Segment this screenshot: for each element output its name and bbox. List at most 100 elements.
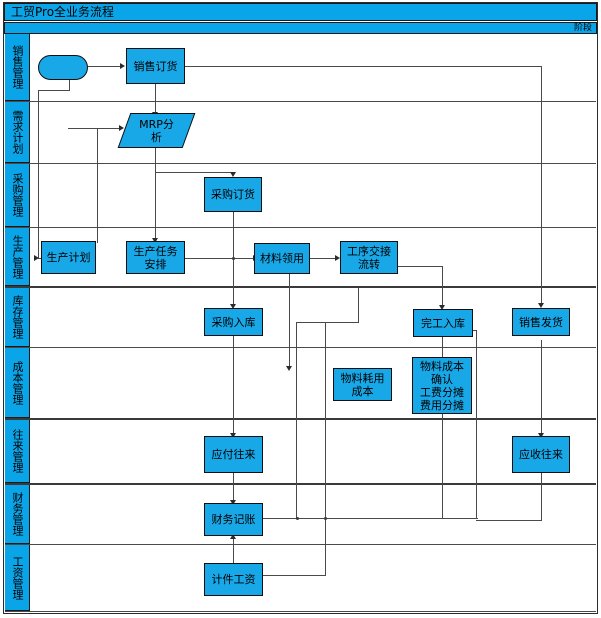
connector-inventory-bracket-top bbox=[296, 322, 325, 323]
connector-cost-conf-down bbox=[442, 413, 443, 518]
connector-cost-conf-up bbox=[442, 332, 443, 360]
swimlane-demand-plan: 需求计划 bbox=[5, 102, 596, 164]
swimlane-finance: 财务管理 bbox=[5, 485, 596, 545]
connector-mat-issue-to-op bbox=[310, 258, 338, 259]
node-material-issue[interactable]: 材料领用 bbox=[254, 243, 310, 274]
node-finished-goods-inbound-label: 完工入库 bbox=[421, 316, 465, 330]
connector-ar-to-finance bbox=[476, 520, 542, 521]
node-sales-delivery-label: 销售发货 bbox=[519, 315, 563, 329]
swimlane-label-purchase: 采购管理 bbox=[5, 164, 30, 227]
node-accounts-receivable-label: 应收往来 bbox=[519, 448, 563, 461]
arrowhead-finance-post-in-bottom bbox=[230, 534, 236, 539]
arrowhead-mat-cost-in bbox=[286, 366, 292, 371]
node-cost-confirmation-label: 物料成本 确认 工费分摊 费用分摊 bbox=[420, 359, 464, 412]
connector-sales-out-to-ar bbox=[541, 340, 542, 436]
swimlane-inventory: 库存管理 bbox=[5, 288, 596, 348]
node-financial-posting-label: 财务记账 bbox=[211, 513, 256, 526]
connector-mrp-to-po bbox=[155, 172, 233, 173]
arrowhead-prod-plan-in bbox=[34, 255, 39, 261]
arrowhead-po-in-warehouse bbox=[230, 304, 236, 309]
node-purchase-inbound-label: 采购入库 bbox=[211, 315, 256, 329]
connector-prod-plan-entry bbox=[38, 258, 42, 259]
node-sales-order-label: 销售订货 bbox=[133, 59, 178, 73]
node-purchase-order-label: 采购订货 bbox=[211, 188, 255, 201]
node-production-task-label: 生产任务 安排 bbox=[133, 244, 178, 271]
node-financial-posting[interactable]: 财务记账 bbox=[204, 503, 263, 536]
connector-cost-conf-to-finance bbox=[250, 518, 478, 519]
node-material-issue-label: 材料领用 bbox=[260, 252, 304, 265]
swimlane-label-inventory: 库存管理 bbox=[5, 288, 30, 347]
node-cost-confirmation[interactable]: 物料成本 确认 工费分摊 费用分摊 bbox=[412, 357, 472, 414]
node-piece-rate-wage-label: 计件工资 bbox=[211, 573, 256, 586]
connector-start-stub-left bbox=[38, 90, 70, 91]
connector-op-to-fg-in-down bbox=[442, 266, 443, 308]
node-piece-rate-wage[interactable]: 计件工资 bbox=[204, 563, 263, 596]
diagram-frame bbox=[3, 2, 598, 614]
connector-start-to-sales-order bbox=[88, 66, 121, 67]
swimlane-ar-ap: 往来管理 bbox=[5, 420, 596, 485]
node-accounts-payable-label: 应付往来 bbox=[211, 448, 256, 461]
node-accounts-payable[interactable]: 应付往来 bbox=[204, 436, 263, 473]
connector-wage-to-finance bbox=[233, 536, 234, 563]
arrowhead-ar-in bbox=[538, 433, 544, 438]
connector-fg-in-right-down bbox=[476, 330, 477, 518]
node-purchase-order[interactable]: 采购订货 bbox=[204, 177, 262, 212]
arrowhead-po-in bbox=[230, 172, 236, 177]
junction-dot-finance-a bbox=[324, 517, 327, 520]
junction-dot-mat-issue bbox=[232, 257, 235, 260]
swimlane-cost: 成本管理 bbox=[5, 348, 596, 420]
swimlane-label-payroll: 工资管理 bbox=[5, 545, 30, 611]
connector-mat-issue-down bbox=[289, 274, 290, 369]
connector-into-mrp-left bbox=[68, 128, 121, 129]
swimlane-label-production: 生产管理 bbox=[5, 228, 30, 286]
connector-start-to-prod-plan bbox=[38, 90, 39, 258]
junction-dot-finance-b bbox=[296, 517, 299, 520]
swimlane-label-ar-ap: 往来管理 bbox=[5, 420, 30, 483]
swimlane-label-cost: 成本管理 bbox=[5, 348, 30, 418]
swimlane-label-sales: 销售管理 bbox=[5, 34, 30, 101]
arrowhead-sales-out-in bbox=[538, 303, 544, 308]
swimlane-purchase: 采购管理 bbox=[5, 164, 596, 228]
connector-prod-plan-riser bbox=[97, 128, 98, 243]
node-operation-transfer-label: 工序交接 流转 bbox=[347, 244, 391, 271]
node-finished-goods-inbound[interactable]: 完工入库 bbox=[413, 309, 473, 337]
connector-op-down-to-wage bbox=[358, 288, 359, 323]
node-start[interactable] bbox=[38, 55, 88, 80]
connector-op-to-wage-left bbox=[325, 322, 359, 323]
arrowhead-ap-in bbox=[230, 433, 236, 438]
connector-sales-order-down-right bbox=[541, 66, 542, 306]
arrowhead-prod-task-in bbox=[152, 238, 158, 243]
connector-po-in-to-ap bbox=[233, 336, 234, 436]
node-material-consumption-cost[interactable]: 物料耗用 成本 bbox=[333, 368, 392, 401]
node-accounts-receivable[interactable]: 应收往来 bbox=[512, 436, 570, 473]
arrowhead-sales-order-in bbox=[120, 63, 125, 69]
connector-wage-into bbox=[250, 575, 326, 576]
arrowhead-fg-in bbox=[439, 305, 445, 310]
node-sales-order[interactable]: 销售订货 bbox=[126, 48, 185, 84]
node-production-task[interactable]: 生产任务 安排 bbox=[126, 241, 185, 274]
connector-prod-task-to-mat-issue bbox=[185, 258, 255, 259]
arrowhead-mrp-in-left bbox=[119, 125, 124, 131]
node-mrp-analysis[interactable]: MRP分 析 bbox=[117, 113, 196, 148]
swimlane-sales: 销售管理 bbox=[5, 34, 596, 102]
node-production-plan[interactable]: 生产计划 bbox=[41, 241, 96, 274]
node-operation-transfer[interactable]: 工序交接 流转 bbox=[340, 241, 398, 274]
connector-inventory-bracket-left bbox=[296, 322, 297, 518]
connector-sales-order-to-mrp bbox=[155, 84, 156, 114]
connector-wage-riser bbox=[325, 322, 326, 575]
swimlane-label-finance: 财务管理 bbox=[5, 485, 30, 544]
connector-sales-order-right bbox=[185, 66, 541, 67]
connector-mrp-down bbox=[155, 148, 156, 258]
connector-ap-to-finance bbox=[233, 473, 234, 503]
node-mrp-analysis-label: MRP分 析 bbox=[139, 117, 174, 144]
node-sales-delivery[interactable]: 销售发货 bbox=[512, 308, 570, 336]
arrowhead-finance-post-in-top bbox=[230, 500, 236, 505]
arrowhead-op-transfer-in bbox=[335, 255, 340, 261]
page-title: 工贸Pro全业务流程 bbox=[4, 3, 597, 21]
swimlane-production: 生产管理 bbox=[5, 228, 596, 288]
connector-start-stub-down bbox=[69, 80, 70, 90]
swimlane-label-demand-plan: 需求计划 bbox=[5, 102, 30, 163]
node-purchase-inbound[interactable]: 采购入库 bbox=[204, 308, 263, 336]
connector-ar-down bbox=[541, 473, 542, 520]
